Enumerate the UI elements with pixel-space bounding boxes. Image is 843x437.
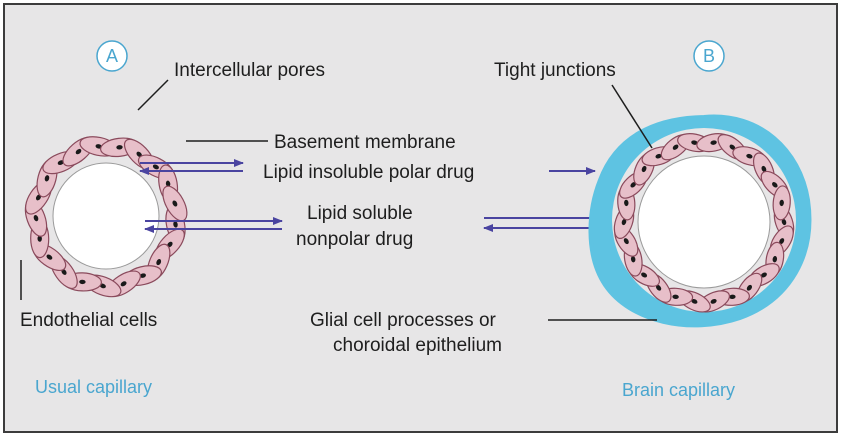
panel-a: A Intercellular pores Endothelial cells … — [20, 40, 325, 397]
brain-endothelial-nucleus — [621, 218, 627, 226]
brain-endothelial-nucleus — [760, 272, 767, 278]
brain-endothelial-nucleus — [761, 165, 767, 173]
label-lipid-insoluble: Lipid insoluble polar drug — [263, 162, 474, 183]
brain-endothelial-nucleus — [655, 284, 662, 291]
brain-endothelial-nucleus — [710, 140, 717, 145]
caption-brain-capillary: Brain capillary — [622, 380, 735, 400]
brain-endothelial-nucleus — [641, 165, 647, 173]
brain-endothelial-nucleus — [779, 238, 785, 245]
endothelial-nucleus — [33, 214, 39, 222]
endothelial-nucleus — [44, 175, 50, 182]
endothelial-nucleus — [173, 221, 178, 228]
brain-endothelial-nucleus — [691, 298, 698, 304]
brain-endothelial-nucleus — [746, 284, 753, 291]
badge-a: A — [106, 46, 118, 66]
endothelial-nucleus — [116, 145, 123, 150]
brain-endothelial-nucleus — [630, 256, 636, 263]
brain-endothelial-nucleus — [691, 140, 698, 145]
badge-a-circle — [96, 40, 128, 72]
endothelial-nucleus — [172, 200, 178, 207]
brain-endothelial-nucleus — [729, 144, 736, 150]
brain-endothelial-nucleus — [624, 199, 629, 207]
endothelial-nucleus — [79, 279, 86, 285]
endothelial-nucleus — [165, 180, 171, 187]
brain-endothelial-nucleus — [641, 272, 648, 278]
caption-usual-capillary: Usual capillary — [35, 377, 152, 397]
endothelial-nucleus — [46, 254, 53, 260]
endothelial-nucleus — [139, 273, 146, 278]
label-glial-line2: choroidal epithelium — [333, 335, 502, 356]
brain-endothelial-nucleus — [655, 153, 662, 159]
brain-endothelial-nucleus — [772, 182, 778, 188]
endothelial-nucleus — [75, 148, 82, 155]
brain-endothelial-nucleus — [623, 238, 629, 245]
tight-junction-leader — [611, 84, 653, 149]
label-endothelial-cells: Endothelial cells — [20, 310, 157, 331]
brain-capillary-lumen — [637, 155, 771, 289]
center-labels: Basement membrane Lipid insoluble polar … — [139, 132, 665, 250]
endothelial-nucleus — [152, 164, 159, 170]
brain-endothelial-nucleus — [672, 294, 679, 300]
panel-b: B Tight junctions Glial cell processes o… — [310, 40, 812, 400]
brain-endothelial-nucleus — [630, 182, 636, 188]
brain-endothelial-nucleus — [710, 298, 717, 304]
endothelial-nucleus — [37, 235, 42, 242]
brain-endothelial-nucleus — [772, 256, 778, 263]
badge-b: B — [703, 46, 715, 66]
pores-leader — [137, 79, 169, 111]
endothelial-nucleus — [57, 160, 64, 165]
label-lipid-soluble-2: nonpolar drug — [296, 229, 413, 250]
endothelial-nucleus — [61, 269, 67, 275]
endothelial-nucleus — [156, 259, 162, 266]
label-lipid-soluble-1: Lipid soluble — [307, 203, 413, 224]
endothelial-nucleus — [120, 281, 127, 287]
brain-endothelial-nucleus — [746, 153, 753, 159]
brain-endothelial-nucleus — [672, 144, 679, 150]
label-basement-membrane: Basement membrane — [274, 132, 456, 153]
badge-b-circle — [693, 40, 725, 72]
usual-capillary-ring — [24, 136, 188, 298]
label-glial-line1: Glial cell processes or — [310, 310, 497, 331]
label-tight-junctions: Tight junctions — [494, 60, 616, 81]
usual-capillary-lumen — [52, 162, 160, 270]
brain-endothelial-nucleus — [779, 199, 784, 207]
brain-endothelial-nucleus — [781, 218, 787, 226]
brain-capillary-ring — [613, 133, 795, 313]
label-intercellular-pores: Intercellular pores — [174, 60, 325, 81]
brain-endothelial-nucleus — [729, 294, 736, 300]
